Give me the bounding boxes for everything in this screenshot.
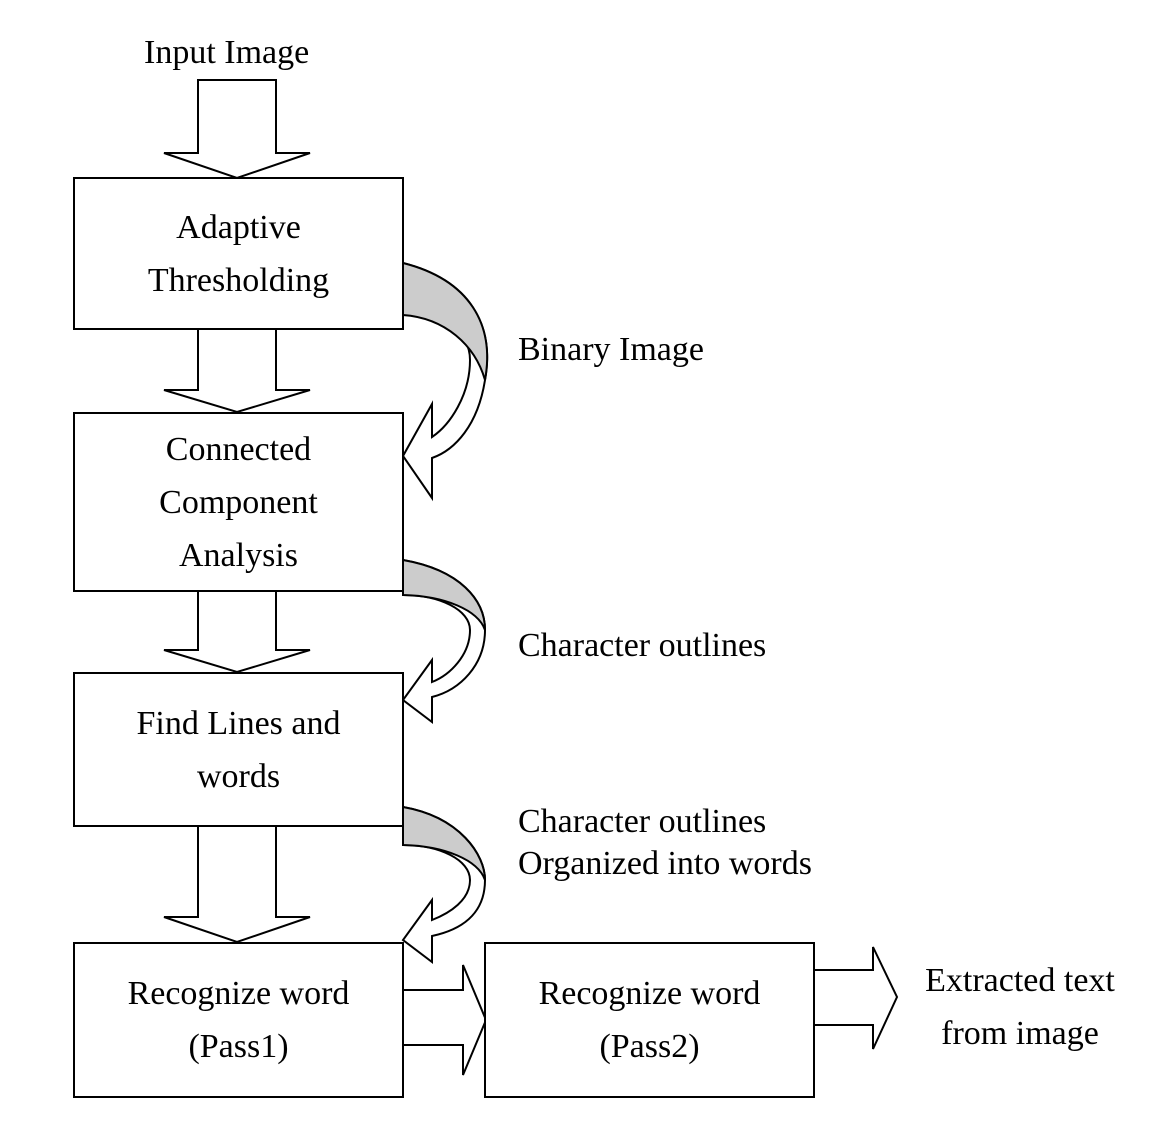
down-arrow-input [163, 79, 311, 180]
connected-component-analysis-box: Connected Component Analysis [73, 412, 404, 592]
find-lines-and-words-box: Find Lines and words [73, 672, 404, 827]
down-arrow-ccl-to-lines [163, 590, 311, 674]
right-arrow-pass2-to-output [815, 946, 899, 1050]
adaptive-thresholding-box: Adaptive Thresholding [73, 177, 404, 330]
extracted-text-label: Extracted text from image [925, 962, 1115, 1052]
find-lines-and-words-text: Find Lines and words [136, 704, 341, 795]
recognize-word-pass2-box: Recognize word (Pass2) [484, 942, 815, 1098]
character-outlines-label: Character outlines [518, 627, 767, 664]
recognize-word-pass1-box: Recognize word (Pass1) [73, 942, 404, 1098]
right-arrow-pass1-to-pass2 [403, 964, 488, 1076]
input-image-label: Input Image [144, 34, 310, 71]
character-outlines-words-label: Character outlines Organized into words [518, 803, 812, 882]
binary-image-label: Binary Image [518, 331, 704, 368]
curved-arrow-character-outlines-shade [402, 558, 486, 631]
recognize-word-pass2-text: Recognize word (Pass2) [538, 975, 761, 1065]
curved-arrow-organized-words-shade [402, 805, 486, 881]
recognize-word-pass1-text: Recognize word (Pass1) [127, 975, 350, 1065]
down-arrow-lines-to-pass1 [163, 825, 311, 944]
curved-arrow-binary-image-shade [402, 261, 489, 381]
connected-component-analysis-text: Connected Component Analysis [159, 430, 318, 574]
down-arrow-threshold-to-ccl [163, 328, 311, 414]
adaptive-thresholding-text: Adaptive Thresholding [147, 208, 330, 299]
